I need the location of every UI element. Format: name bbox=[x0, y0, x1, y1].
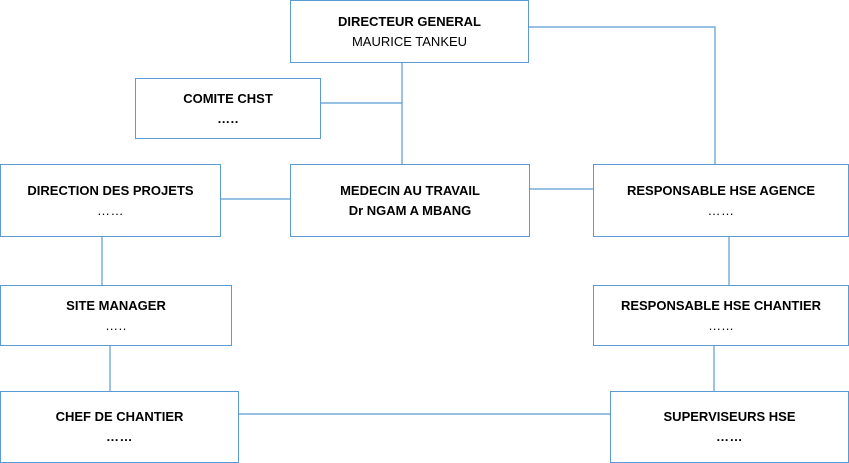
box-title: SITE MANAGER bbox=[66, 297, 166, 313]
box-superviseurs-hse: SUPERVISEURS HSE …… bbox=[610, 391, 849, 463]
box-name: …… bbox=[106, 429, 133, 444]
box-medecin-travail: MEDECIN AU TRAVAIL Dr NGAM A MBANG bbox=[290, 164, 530, 237]
box-responsable-hse-agence: RESPONSABLE HSE AGENCE …… bbox=[593, 164, 849, 237]
box-directeur-general: DIRECTEUR GENERAL MAURICE TANKEU bbox=[290, 0, 529, 63]
box-title: CHEF DE CHANTIER bbox=[55, 409, 184, 424]
line-dg-to-hse-agence bbox=[528, 26, 716, 164]
box-responsable-hse-chantier: RESPONSABLE HSE CHANTIER …... bbox=[593, 285, 849, 346]
box-comite-chst: COMITE CHST ….. bbox=[135, 78, 321, 139]
box-title: RESPONSABLE HSE CHANTIER bbox=[620, 297, 822, 313]
box-name: …… bbox=[707, 202, 735, 218]
box-name: …... bbox=[708, 317, 734, 333]
box-name: Dr NGAM A MBANG bbox=[348, 202, 472, 218]
box-title: SUPERVISEURS HSE bbox=[663, 409, 796, 424]
box-title: COMITE CHST bbox=[183, 90, 273, 106]
box-title: DIRECTION DES PROJETS bbox=[27, 182, 194, 198]
box-name: ….. bbox=[217, 110, 239, 126]
box-direction-projets: DIRECTION DES PROJETS …… bbox=[0, 164, 221, 237]
box-name: …… bbox=[716, 429, 743, 444]
box-name: ….. bbox=[105, 317, 127, 333]
box-chef-chantier: CHEF DE CHANTIER …… bbox=[0, 391, 239, 463]
box-title: MEDECIN AU TRAVAIL bbox=[340, 182, 480, 198]
box-title: DIRECTEUR GENERAL bbox=[337, 13, 481, 29]
box-site-manager: SITE MANAGER ….. bbox=[0, 285, 232, 346]
box-name: MAURICE TANKEU bbox=[351, 33, 468, 49]
box-name: …… bbox=[97, 202, 124, 218]
box-title: RESPONSABLE HSE AGENCE bbox=[626, 182, 816, 198]
